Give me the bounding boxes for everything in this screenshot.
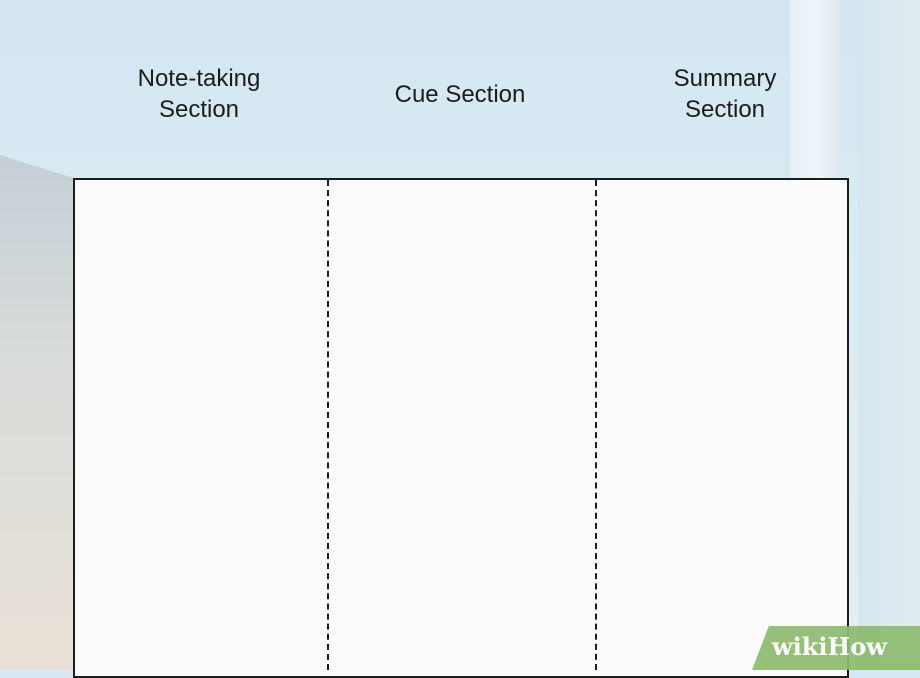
- cue-section-label: Cue Section: [394, 81, 526, 108]
- wikihow-watermark-badge: [752, 626, 920, 670]
- dashed-divider-left: [327, 180, 329, 670]
- wikihow-watermark-text: wikiHow: [772, 632, 887, 661]
- dashed-divider-right: [595, 180, 597, 670]
- summary-section-label: Summary Section: [673, 65, 777, 123]
- background-pillar-right: [858, 0, 920, 670]
- note-paper: [73, 178, 849, 678]
- background-wall: [0, 155, 80, 670]
- note-taking-section-label: Note-taking Section: [137, 65, 261, 123]
